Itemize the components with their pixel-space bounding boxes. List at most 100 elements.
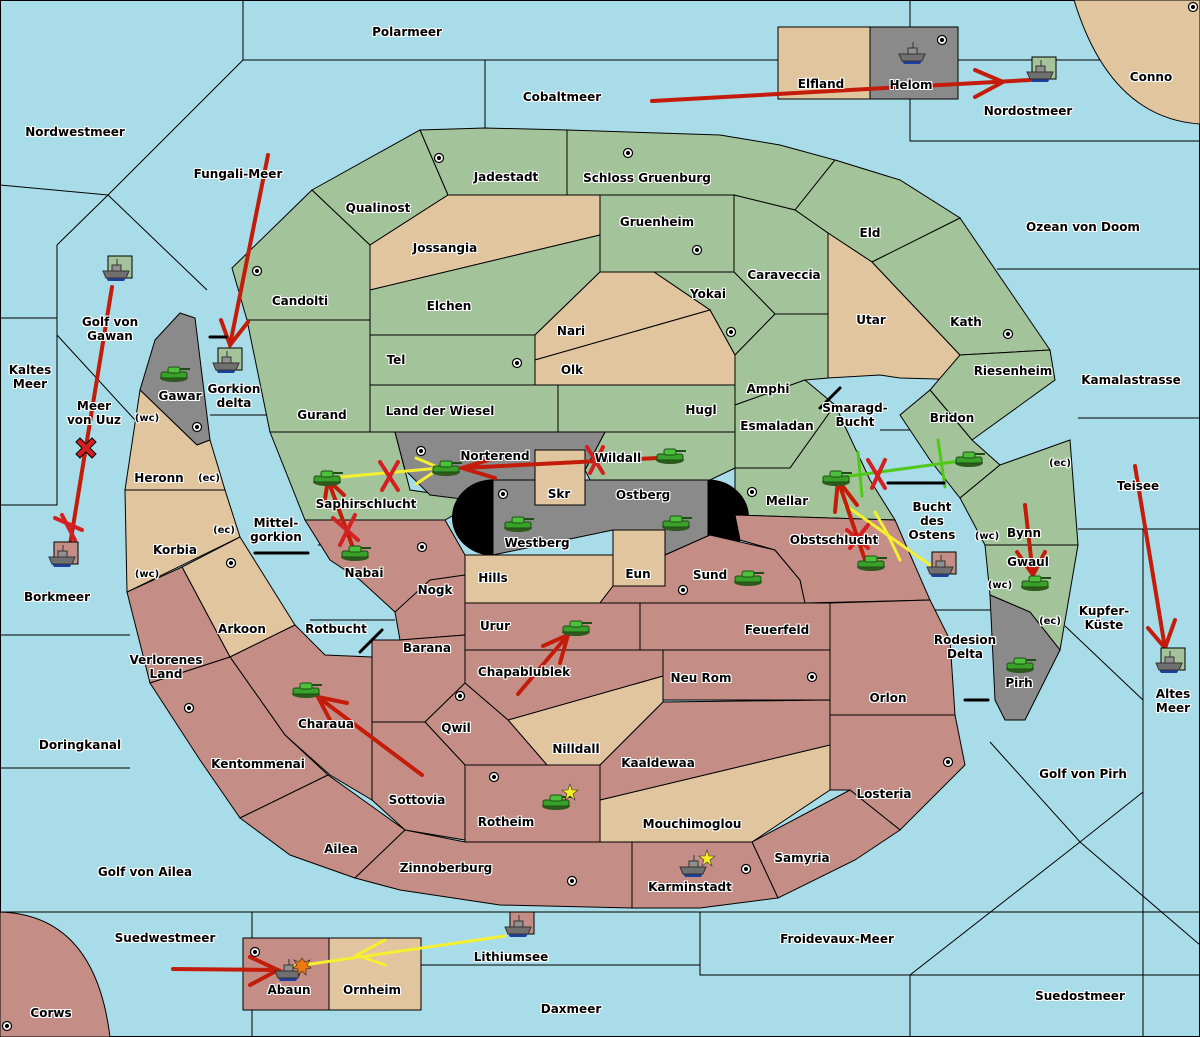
tank-icon [822, 470, 852, 486]
territory-orlon[interactable] [829, 599, 956, 716]
army-unit-norterend[interactable] [432, 460, 462, 476]
order-move-elfland-nordostmeer [650, 68, 1032, 103]
ship-icon [212, 351, 240, 373]
land-label-verlorenes-land: Verlorenes Land [129, 653, 203, 681]
land-label-losteria: Losteria [856, 787, 912, 801]
land-label-kaaldewaa: Kaaldewaa [621, 756, 695, 770]
supply-center-dot [1190, 4, 1196, 10]
land-label-gruenheim: Gruenheim [619, 215, 695, 229]
land-label-nari: Nari [556, 324, 586, 338]
army-unit-obstschlucht[interactable] [857, 555, 887, 571]
land-label-riesenheim: Riesenheim [973, 364, 1053, 378]
fleet-unit-bucht-des-ostens[interactable] [926, 551, 957, 577]
supply-center-dot [625, 150, 631, 156]
land-label-obstschlucht: Obstschlucht [789, 533, 879, 547]
army-unit-pirh[interactable] [1006, 657, 1036, 673]
army-unit-urur[interactable] [562, 620, 592, 636]
sea-label-rodesion-delta: Rodesion Delta [933, 633, 997, 661]
sea-label-gorkion-delta: Gorkion delta [207, 382, 261, 410]
land-label-bynn: Bynn [1006, 526, 1042, 540]
land-label-eld: Eld [859, 226, 881, 240]
army-unit-wildall[interactable] [656, 448, 686, 464]
tank-icon [504, 516, 534, 532]
territory-karminstadt[interactable] [631, 841, 779, 909]
army-unit-ostberg[interactable] [662, 515, 692, 531]
territory-bynn[interactable] [959, 439, 1079, 546]
explosion-icon [292, 957, 312, 976]
territory-zinnoberburg[interactable] [354, 829, 633, 909]
army-unit-sund[interactable] [734, 570, 764, 586]
supply-center-dot [254, 268, 260, 274]
ship-icon [898, 42, 926, 64]
fleet-unit-lithiumsee[interactable] [504, 911, 535, 937]
sea-label-polarmeer: Polarmeer [372, 25, 442, 39]
fleet-unit-golf-von-gawan[interactable] [102, 255, 133, 281]
orders-layer [53, 68, 1177, 987]
territory-conno[interactable] [1073, 0, 1200, 125]
territory-elfland[interactable] [777, 26, 871, 100]
territory-heronn[interactable] [124, 388, 226, 491]
army-unit-gwaul[interactable] [1021, 575, 1051, 591]
tank-icon [662, 515, 692, 531]
tank-icon [955, 451, 985, 467]
supply-center-dot [945, 759, 951, 765]
land-label-gwaul: Gwaul [1007, 555, 1049, 569]
army-unit-gawar[interactable] [160, 366, 190, 382]
territory-gruenheim[interactable] [599, 194, 735, 273]
ship-icon [1155, 651, 1183, 673]
supply-center-dot [186, 705, 192, 711]
land-label-nogk: Nogk [417, 583, 453, 597]
army-unit-rotheim[interactable] [542, 783, 579, 810]
sea-label-daxmeer: Daxmeer [540, 1002, 602, 1016]
army-unit-westberg[interactable] [504, 516, 534, 532]
army-unit-bridon[interactable] [955, 451, 985, 467]
land-label-helom: Helom [889, 78, 933, 92]
land-label-qwil: Qwil [441, 721, 471, 735]
fleet-unit-borkmeer[interactable] [48, 541, 79, 567]
territory-corws[interactable] [0, 911, 111, 1037]
sea-label-smaragd-bucht: Smaragd- Bucht [822, 401, 888, 429]
ship-icon [504, 915, 532, 937]
land-label-wildall: Wildall [594, 451, 642, 465]
fleet-unit-karminstadt[interactable] [679, 849, 716, 877]
sea-label-golf-von-pirh: Golf von Pirh [1039, 767, 1127, 781]
land-label-abaun: Abaun [267, 983, 311, 997]
coast-label: (wc) [134, 413, 160, 424]
supply-center-dot [252, 949, 258, 955]
sea-label-bucht-des-ostens: Bucht des Ostens [908, 500, 956, 542]
sea-label-cobaltmeer: Cobaltmeer [522, 90, 602, 104]
army-unit-nabai[interactable] [341, 545, 371, 561]
coast-label: (ec) [1039, 616, 1061, 627]
army-unit-saphirschlucht[interactable] [313, 470, 343, 486]
territory-rotheim[interactable] [464, 764, 601, 843]
supply-center-dot [1005, 331, 1011, 337]
land-label-amphi: Amphi [746, 382, 790, 396]
ship-icon [679, 855, 707, 877]
territory-obstschlucht[interactable] [734, 514, 931, 604]
fleet-unit-gorkion-delta[interactable] [212, 347, 243, 373]
fleet-unit-nordostmeer[interactable] [1026, 56, 1057, 82]
failed-markers [53, 445, 887, 550]
army-unit-mellar[interactable] [822, 470, 852, 486]
territory-riesenheim[interactable] [929, 349, 1056, 441]
sea-label-golf-von-gawan: Golf von Gawan [81, 315, 139, 343]
tank-icon [857, 555, 887, 571]
sea-label-lithiumsee: Lithiumsee [473, 950, 549, 964]
land-label-pirh: Pirh [1005, 676, 1033, 690]
coast-label: (ec) [198, 473, 220, 484]
army-unit-charaua[interactable] [292, 682, 322, 698]
sea-label-rotbucht: Rotbucht [305, 622, 367, 636]
fleet-unit-abaun[interactable] [274, 957, 312, 981]
fleet-unit-altes-meer[interactable] [1155, 647, 1186, 673]
territory-pirh[interactable] [989, 594, 1061, 721]
land-label-esmaladan: Esmaladan [740, 419, 814, 433]
tank-icon [656, 448, 686, 464]
units-layer [48, 42, 1186, 981]
supply-center-dot [436, 155, 442, 161]
dislodged-x-marker [75, 437, 97, 459]
territory-chapablublek[interactable] [464, 649, 664, 721]
land-label-jossangia: Jossangia [412, 241, 478, 255]
fleet-unit-helom[interactable] [898, 42, 926, 64]
